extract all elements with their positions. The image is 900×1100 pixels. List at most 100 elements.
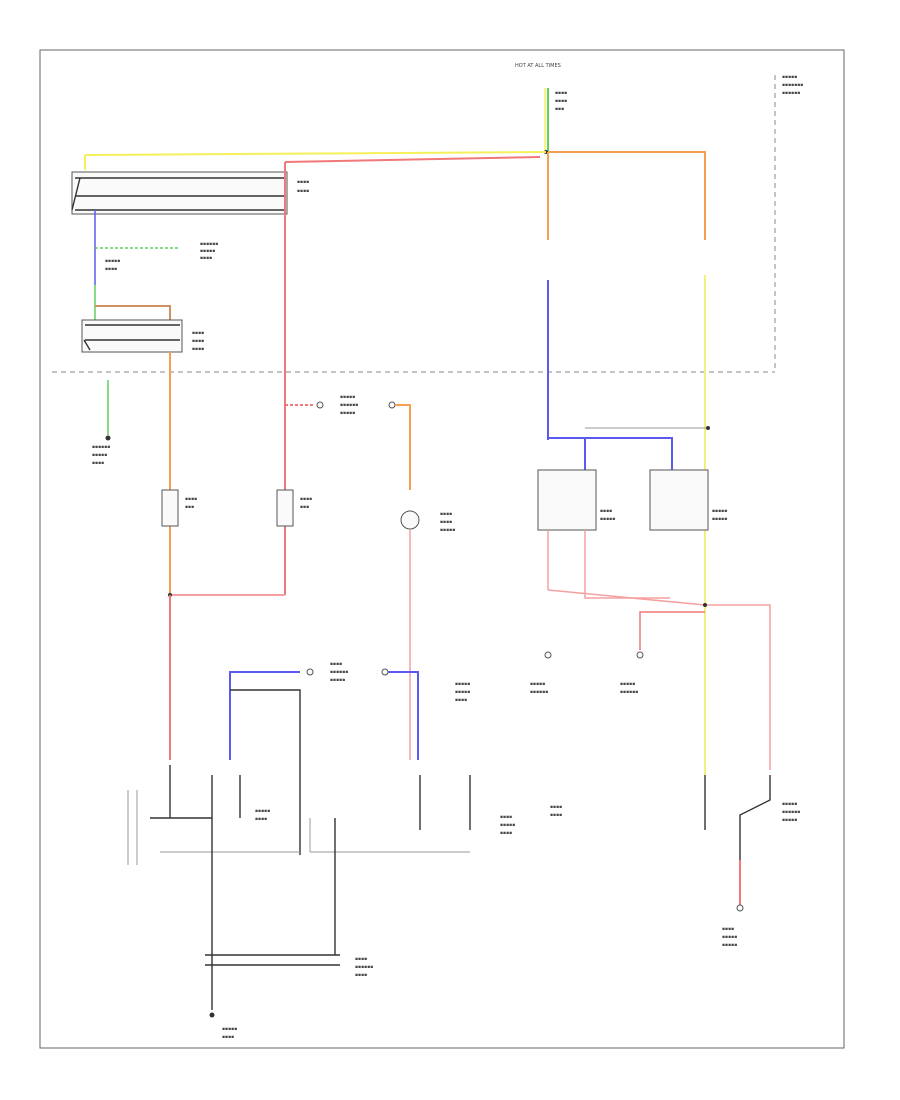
top-label: HOT AT ALL TIMES <box>515 63 561 69</box>
svg-text:▪▪▪▪▪: ▪▪▪▪▪ <box>105 259 120 264</box>
wire-orange-bus <box>548 151 706 240</box>
svg-text:▪▪▪▪: ▪▪▪▪ <box>192 339 204 344</box>
svg-text:▪▪▪▪: ▪▪▪▪ <box>722 927 734 932</box>
svg-text:▪▪▪▪▪▪: ▪▪▪▪▪▪ <box>530 690 548 695</box>
switch-bus-mid <box>160 818 470 853</box>
svg-text:▪▪▪▪: ▪▪▪▪ <box>555 99 567 104</box>
svg-text:▪▪▪▪▪: ▪▪▪▪▪ <box>782 818 797 823</box>
fuse-center <box>276 489 294 527</box>
svg-text:▪▪▪▪▪: ▪▪▪▪▪ <box>722 935 737 940</box>
svg-text:▪▪▪▪: ▪▪▪▪ <box>105 267 117 272</box>
svg-text:▪▪▪▪: ▪▪▪▪ <box>600 509 612 514</box>
connector-c4 <box>381 668 389 676</box>
relay-contact-lower <box>83 324 180 351</box>
splice-right-top <box>706 426 710 430</box>
svg-text:▪▪▪▪▪: ▪▪▪▪▪ <box>712 517 727 522</box>
svg-text:▪▪▪▪▪: ▪▪▪▪▪ <box>200 249 215 254</box>
svg-text:▪▪▪▪▪▪: ▪▪▪▪▪▪ <box>340 403 358 408</box>
svg-text:▪▪▪▪▪: ▪▪▪▪▪ <box>782 802 797 807</box>
svg-text:▪▪▪▪: ▪▪▪▪ <box>297 189 309 194</box>
svg-text:▪▪▪▪▪▪: ▪▪▪▪▪▪ <box>782 91 800 96</box>
svg-text:▪▪▪▪▪: ▪▪▪▪▪ <box>330 678 345 683</box>
wire-red-bus <box>284 156 541 163</box>
wire-blue-lower <box>229 671 300 760</box>
svg-text:▪▪▪▪▪▪: ▪▪▪▪▪▪ <box>330 670 348 675</box>
wire-pink-ground2 <box>639 611 705 650</box>
svg-text:▪▪▪▪: ▪▪▪▪ <box>550 813 562 818</box>
connector-c2 <box>388 401 396 409</box>
svg-text:▪▪▪▪: ▪▪▪▪ <box>550 805 562 810</box>
svg-text:▪▪▪▪: ▪▪▪▪ <box>300 497 312 502</box>
fuse-left <box>161 489 179 527</box>
svg-text:▪▪▪▪▪: ▪▪▪▪▪ <box>500 823 515 828</box>
svg-text:▪▪▪▪: ▪▪▪▪ <box>185 497 197 502</box>
svg-text:▪▪▪▪▪: ▪▪▪▪▪ <box>620 682 635 687</box>
svg-text:▪▪▪▪: ▪▪▪▪ <box>455 698 467 703</box>
wire-black-lower <box>230 689 301 855</box>
svg-text:▪▪▪▪▪: ▪▪▪▪▪ <box>712 509 727 514</box>
wire-blue-bus <box>548 437 673 480</box>
svg-text:▪▪▪▪: ▪▪▪▪ <box>192 347 204 352</box>
headlight-right-block <box>649 469 709 531</box>
svg-text:▪▪▪▪: ▪▪▪▪ <box>355 957 367 962</box>
svg-text:▪▪▪▪▪: ▪▪▪▪▪ <box>722 943 737 948</box>
svg-text:▪▪▪▪: ▪▪▪▪ <box>222 1035 234 1040</box>
dimmer-switch <box>704 775 771 880</box>
wire-pink-right2 <box>547 530 771 770</box>
svg-text:▪▪▪▪▪: ▪▪▪▪▪ <box>455 690 470 695</box>
svg-text:▪▪▪▪▪: ▪▪▪▪▪ <box>92 453 107 458</box>
svg-text:▪▪▪▪▪▪: ▪▪▪▪▪▪ <box>620 690 638 695</box>
svg-text:▪▪▪▪: ▪▪▪▪ <box>200 256 212 261</box>
switch-left-bracket <box>127 790 138 865</box>
svg-text:▪▪▪▪: ▪▪▪▪ <box>255 817 267 822</box>
svg-text:▪▪▪▪: ▪▪▪▪ <box>555 91 567 96</box>
svg-text:▪▪▪: ▪▪▪ <box>185 505 194 510</box>
ground-bottom <box>209 1012 215 1018</box>
connector-c3 <box>306 668 314 676</box>
lamp-indicator <box>400 510 420 530</box>
svg-text:▪▪▪▪▪▪: ▪▪▪▪▪▪ <box>92 445 110 450</box>
ground-g2 <box>636 651 644 659</box>
svg-text:▪▪▪▪: ▪▪▪▪ <box>440 520 452 525</box>
svg-text:▪▪▪▪▪: ▪▪▪▪▪ <box>530 682 545 687</box>
svg-text:▪▪▪▪▪: ▪▪▪▪▪ <box>600 517 615 522</box>
switch-contacts <box>169 765 471 830</box>
svg-text:▪▪▪▪▪▪: ▪▪▪▪▪▪ <box>200 242 218 247</box>
ground-point-left <box>105 435 111 441</box>
relay-contact-upper <box>71 177 285 211</box>
svg-text:▪▪▪: ▪▪▪ <box>300 505 309 510</box>
svg-text:▪▪▪▪: ▪▪▪▪ <box>440 512 452 517</box>
svg-text:▪▪▪▪▪: ▪▪▪▪▪ <box>455 682 470 687</box>
wire-blue-lower2 <box>388 671 419 760</box>
relay-block-upper <box>71 171 288 215</box>
diagram-frame <box>39 49 845 1049</box>
headlight-left-block <box>537 469 597 531</box>
connector-c1 <box>316 401 324 409</box>
svg-text:▪▪▪▪▪: ▪▪▪▪▪ <box>222 1027 237 1032</box>
connector-c5 <box>736 904 744 912</box>
svg-text:▪▪▪▪: ▪▪▪▪ <box>92 461 104 466</box>
combo-switch-left <box>205 818 340 1010</box>
wire-pink-right <box>584 530 670 599</box>
svg-text:▪▪▪▪▪: ▪▪▪▪▪ <box>782 75 797 80</box>
wire-yellow-bus <box>84 151 547 170</box>
wire-orange-lamp <box>395 404 411 490</box>
svg-text:▪▪▪▪▪▪: ▪▪▪▪▪▪ <box>782 810 800 815</box>
wire-tan <box>95 305 171 320</box>
svg-text:▪▪▪▪: ▪▪▪▪ <box>192 331 204 336</box>
svg-text:▪▪▪▪▪▪▪: ▪▪▪▪▪▪▪ <box>782 83 803 88</box>
svg-text:▪▪▪▪: ▪▪▪▪ <box>330 662 342 667</box>
ground-g1 <box>544 651 552 659</box>
svg-text:▪▪▪▪: ▪▪▪▪ <box>500 815 512 820</box>
svg-text:▪▪▪▪: ▪▪▪▪ <box>500 831 512 836</box>
svg-text:▪▪▪: ▪▪▪ <box>555 107 564 112</box>
svg-text:▪▪▪▪▪: ▪▪▪▪▪ <box>340 411 355 416</box>
svg-text:▪▪▪▪▪: ▪▪▪▪▪ <box>440 528 455 533</box>
svg-text:▪▪▪▪: ▪▪▪▪ <box>355 973 367 978</box>
svg-text:▪▪▪▪: ▪▪▪▪ <box>297 180 309 185</box>
svg-text:▪▪▪▪▪▪: ▪▪▪▪▪▪ <box>355 965 373 970</box>
svg-text:▪▪▪▪▪: ▪▪▪▪▪ <box>255 809 270 814</box>
svg-text:▪▪▪▪▪: ▪▪▪▪▪ <box>340 395 355 400</box>
splice-right-mid <box>703 603 707 607</box>
